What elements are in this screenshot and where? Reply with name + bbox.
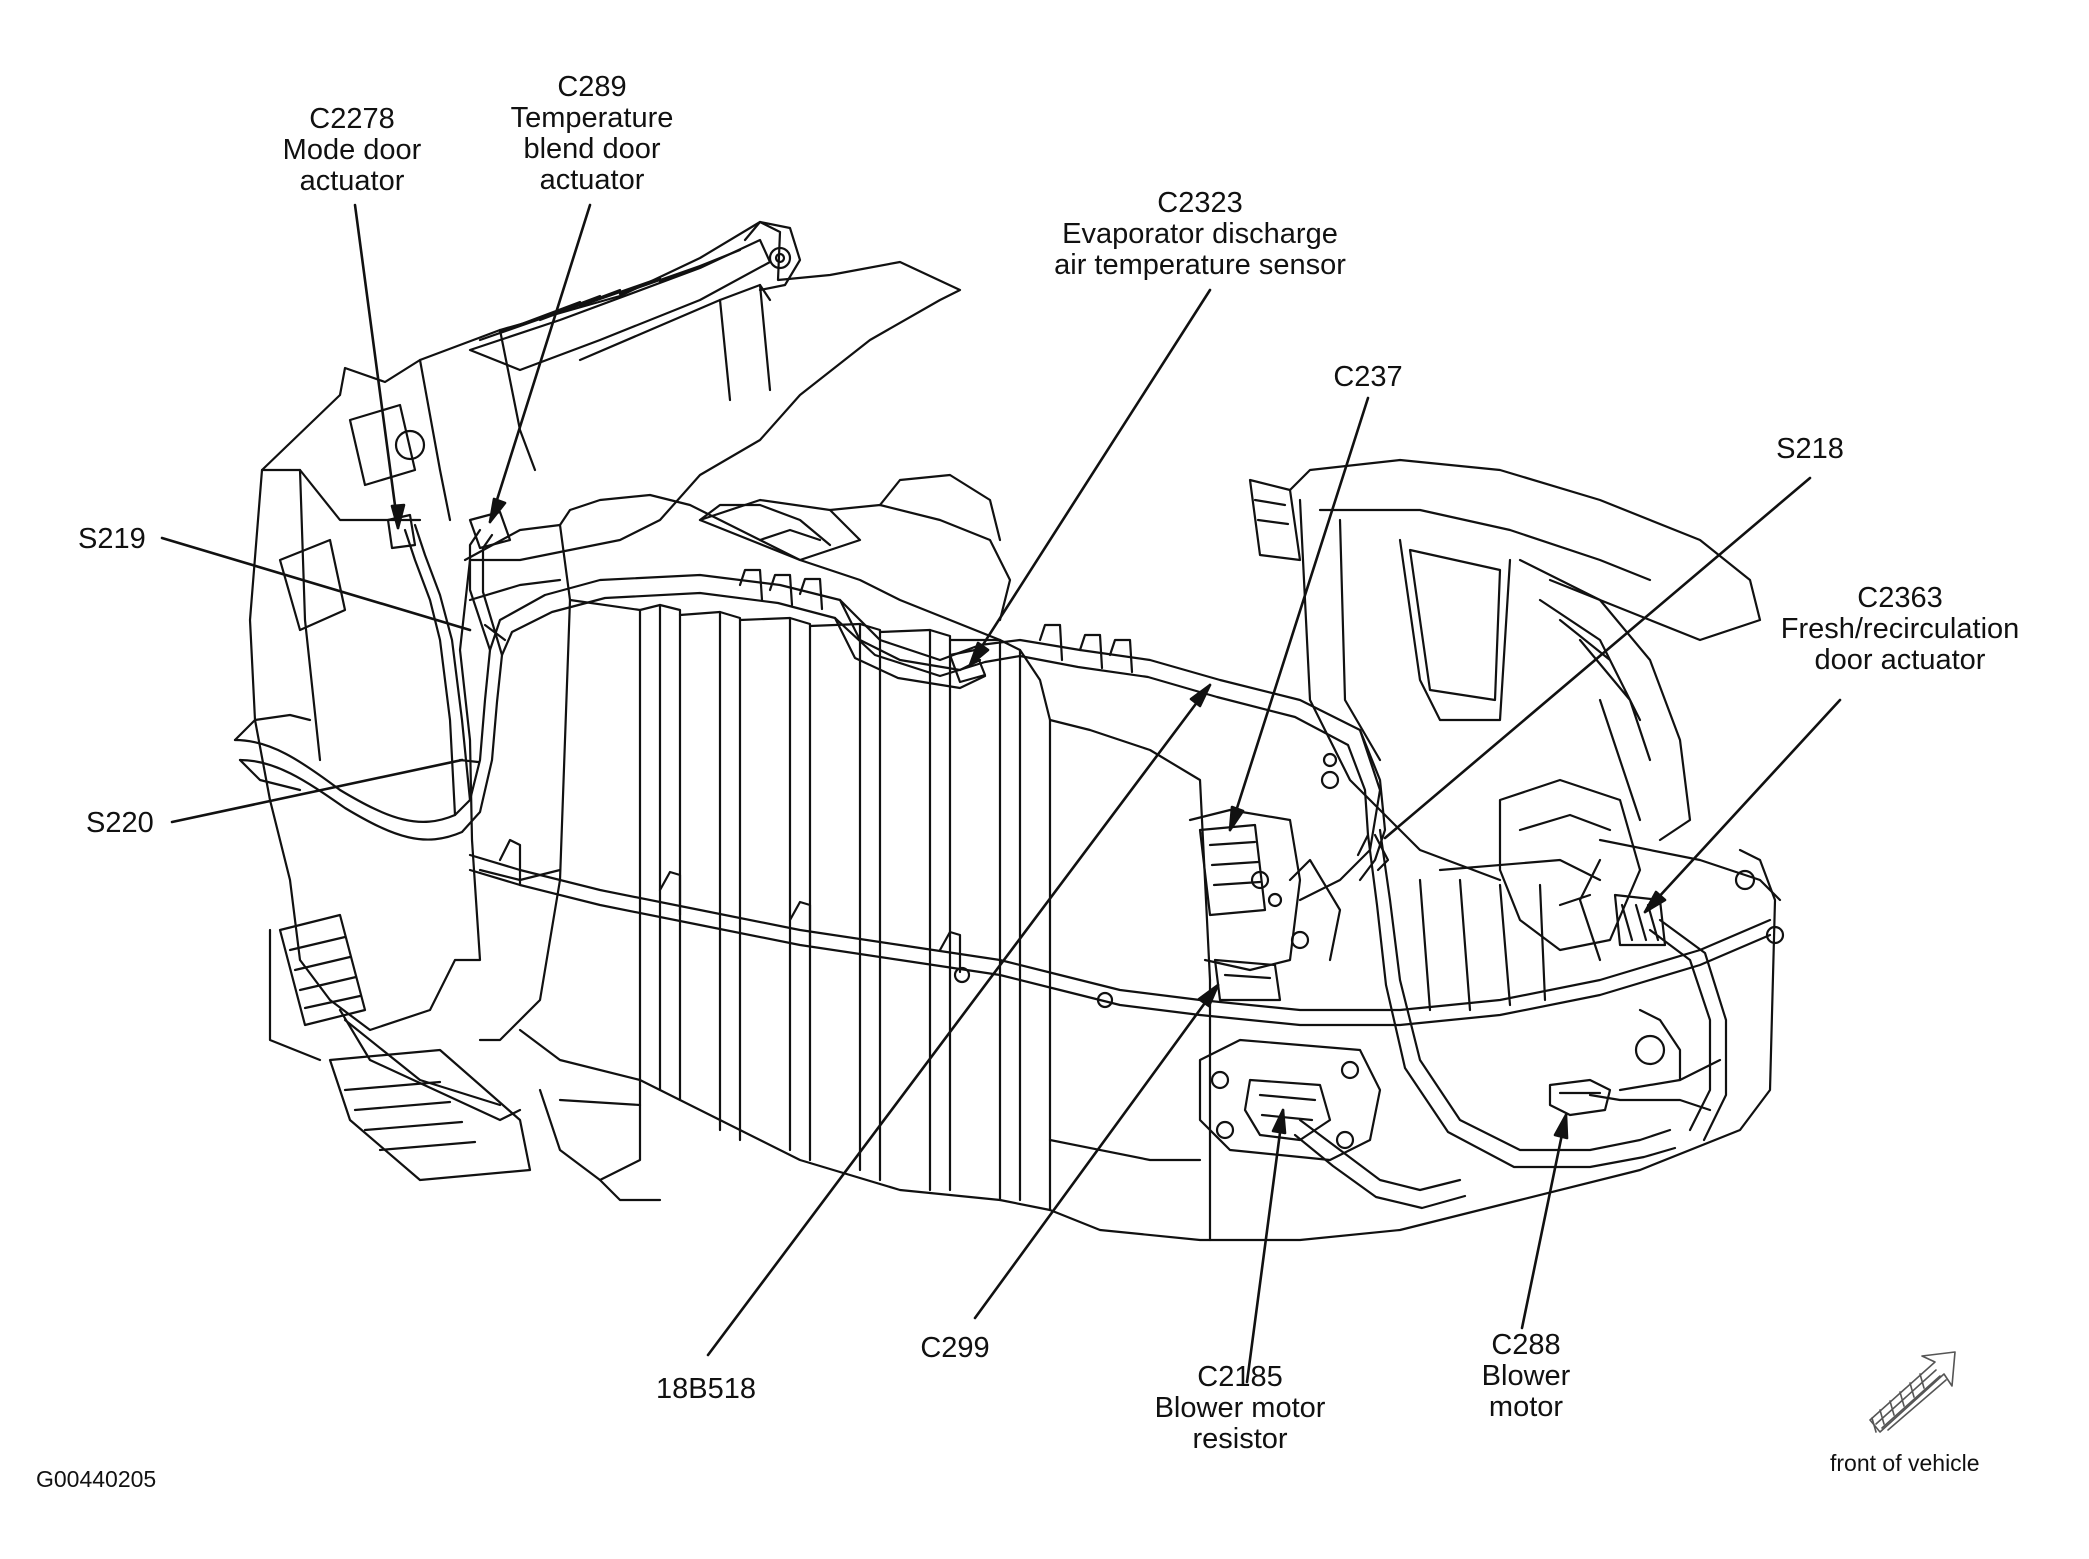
- leader-s220: [170, 758, 464, 824]
- callout-s219: S219: [78, 524, 146, 555]
- leader-c288: [1520, 1113, 1568, 1330]
- callout-c288-line-3: motor: [1488, 1391, 1564, 1423]
- arrowhead-c299: [1197, 983, 1220, 1008]
- callout-c2363: C2363 Fresh/recirculation door actuator: [1781, 583, 2020, 676]
- callout-c2363-line-3: door actuator: [1814, 644, 1986, 676]
- blower-housing: [1048, 458, 1785, 1242]
- leader-c2278: [353, 203, 400, 530]
- leader-c237: [1228, 396, 1370, 832]
- arrowhead-c288: [1553, 1113, 1569, 1140]
- arrowhead-c2185: [1271, 1108, 1287, 1135]
- callout-c289-line-1: C289: [557, 71, 627, 103]
- callout-s220-line-1: S220: [86, 807, 154, 839]
- leader-c289: [488, 203, 592, 524]
- left-plenum-housing: [248, 220, 962, 1182]
- front-of-vehicle-label: front of vehicle: [1830, 1450, 1980, 1476]
- callout-c2363-line-1: C2363: [1857, 582, 1943, 614]
- callout-c2278-line-3: actuator: [299, 165, 405, 197]
- callout-c237: C237: [1333, 362, 1402, 393]
- callout-18b518-line-1: 18B518: [656, 1373, 756, 1405]
- callout-c288: C288 Blower motor: [1482, 1330, 1571, 1423]
- leader-c2185: [1245, 1108, 1285, 1384]
- evaporator-core-case: [468, 473, 1202, 1212]
- callout-c2278: C2278 Mode door actuator: [283, 104, 422, 197]
- leader-s218: [1383, 476, 1812, 840]
- callout-c288-line-2: Blower: [1481, 1360, 1571, 1392]
- leader-c2323: [968, 288, 1212, 667]
- callout-s219-line-1: S219: [78, 523, 146, 555]
- arrowhead-18b518: [1189, 683, 1212, 708]
- callout-c2185: C2185 Blower motor resistor: [1155, 1362, 1326, 1455]
- callout-c2323-line-2: Evaporator discharge: [1062, 218, 1338, 250]
- callout-18b518: 18B518: [656, 1374, 756, 1405]
- arrowhead-c2363: [1643, 890, 1667, 914]
- callout-s218-line-1: S218: [1776, 433, 1844, 465]
- callout-s218: S218: [1776, 434, 1844, 465]
- callout-c2323-line-1: C2323: [1157, 187, 1243, 219]
- heater-core-housing: [463, 523, 662, 1202]
- front-of-vehicle-arrow-icon: [1869, 1351, 1956, 1433]
- callout-s220: S220: [86, 808, 154, 839]
- leader-c2363: [1643, 698, 1842, 914]
- callout-c2363-line-2: Fresh/recirculation: [1780, 613, 2020, 645]
- leader-lines: [160, 203, 1842, 1384]
- callout-c299-line-1: C299: [920, 1332, 990, 1364]
- callout-c2185-line-1: C2185: [1197, 1361, 1283, 1393]
- arrowhead-c2278: [390, 503, 406, 530]
- callout-c237-line-1: C237: [1333, 361, 1403, 393]
- wiring-harness: [233, 510, 1728, 1210]
- arrowhead-c289: [488, 497, 507, 524]
- arrowhead-c2323: [968, 641, 990, 667]
- leader-18b518: [706, 683, 1212, 1357]
- callout-c2278-line-1: C2278: [309, 103, 395, 135]
- callout-c2185-line-2: Blower motor: [1154, 1392, 1326, 1424]
- callout-c2185-line-3: resistor: [1192, 1423, 1288, 1455]
- callout-c289: C289 Temperature blend door actuator: [511, 72, 674, 196]
- callout-c2323: C2323 Evaporator discharge air temperatu…: [1054, 188, 1346, 281]
- leader-s219: [160, 536, 472, 632]
- figure-id: G00440205: [36, 1466, 157, 1492]
- callout-c289-line-2: Temperature: [510, 102, 674, 134]
- callout-c288-line-1: C288: [1491, 1329, 1561, 1361]
- arrowhead-c237: [1228, 805, 1245, 832]
- callout-c299: C299: [920, 1333, 989, 1364]
- callout-c2278-line-2: Mode door: [282, 134, 422, 166]
- callout-c289-line-4: actuator: [539, 164, 645, 196]
- leader-c299: [973, 983, 1220, 1320]
- callout-c289-line-3: blend door: [523, 133, 661, 165]
- callout-c2323-line-3: air temperature sensor: [1054, 249, 1346, 281]
